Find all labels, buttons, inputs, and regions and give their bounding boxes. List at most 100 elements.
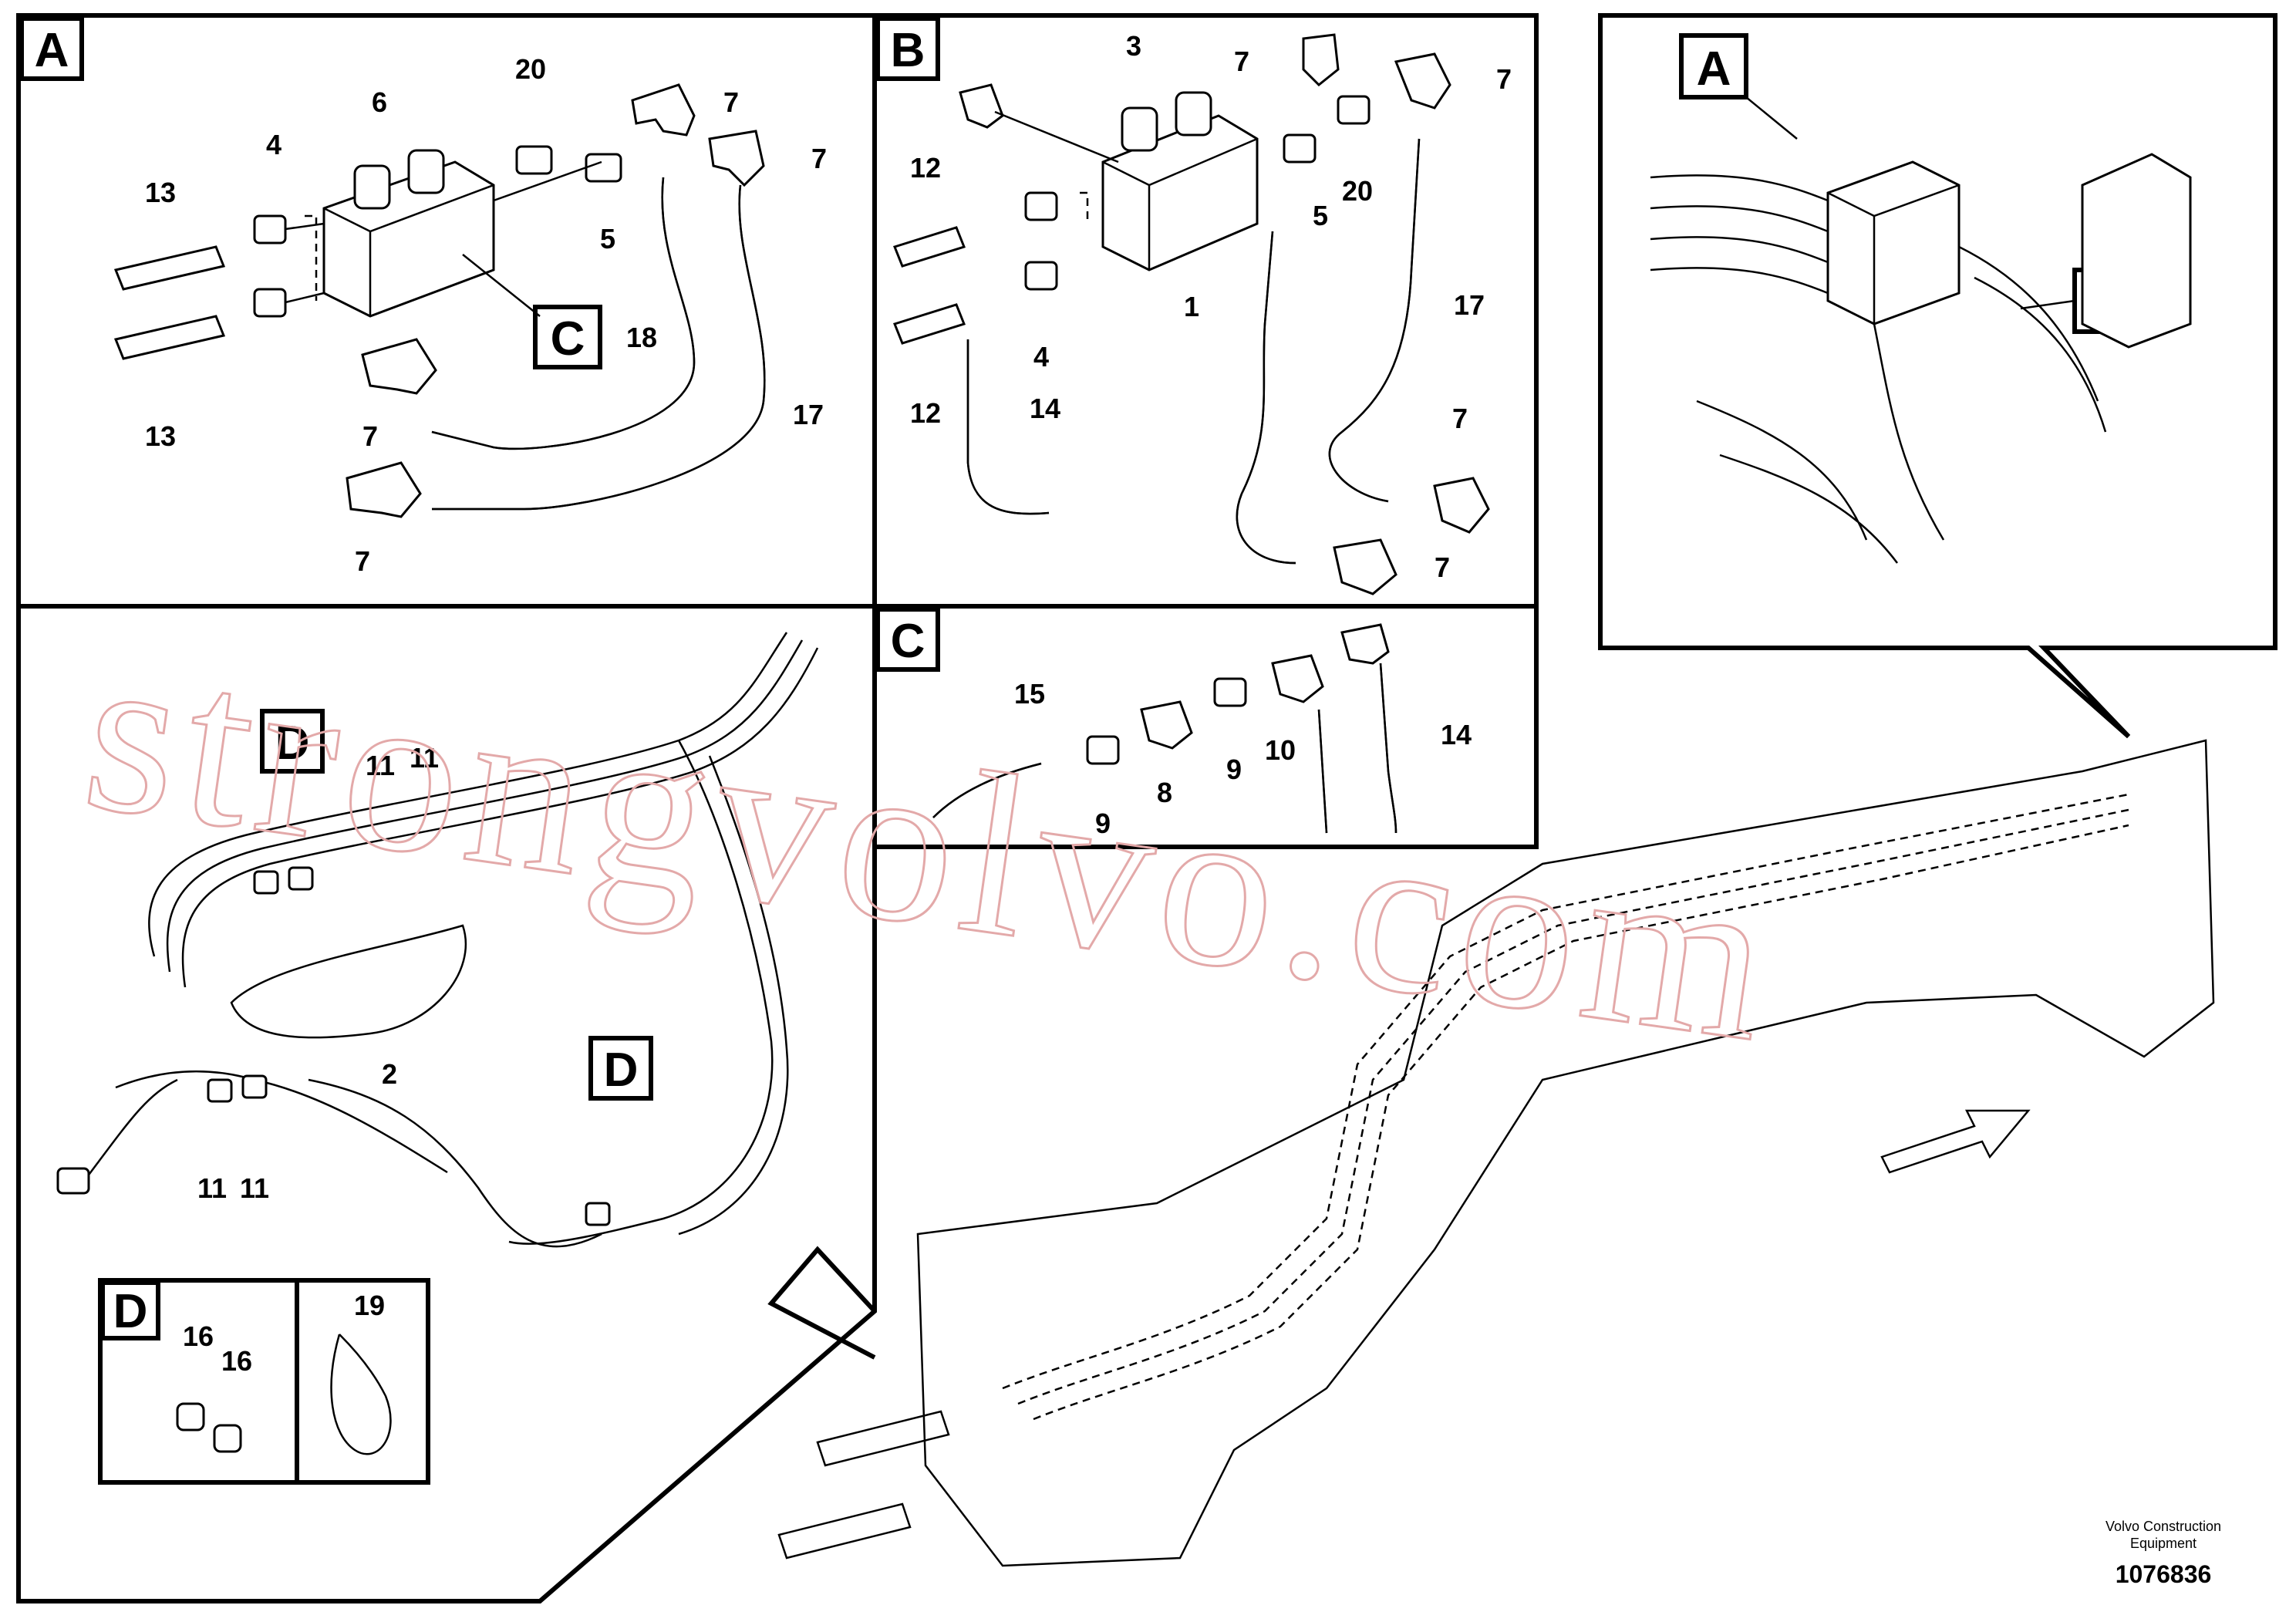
detail-drawing [1650, 96, 2192, 564]
elbow-7-b-left [959, 83, 1004, 129]
hose-13-upper [113, 245, 226, 291]
part-label-c-1: 9 [1095, 808, 1111, 839]
watermark: strongvolvo.com [72, 601, 1792, 1091]
elbow-7-a3 [361, 338, 437, 395]
hose-13-lower [113, 315, 226, 360]
solenoid-b1 [1121, 106, 1158, 152]
box-a [19, 16, 84, 81]
part-label-o-5: 11 [240, 1172, 269, 1204]
overview-drawing [56, 632, 819, 1248]
part-label-o-4: 11 [197, 1172, 227, 1204]
fitting-d-bottom [585, 1202, 611, 1226]
part-label-o-3: 2 [382, 1058, 397, 1090]
elbow-7-a4 [346, 461, 422, 518]
part-label-a-1: 6 [372, 86, 387, 118]
part-label-b-11: 7 [1452, 403, 1468, 434]
boom-part-2 [230, 924, 467, 1039]
panel-frames [16, 13, 2277, 1603]
panel-overview-frame [16, 604, 877, 1603]
detail-valve-block [1826, 160, 1961, 325]
fitting-9-c1 [1086, 735, 1120, 765]
box-d-letter: D [113, 1285, 148, 1338]
part-label-b-3: 12 [910, 152, 941, 184]
box-d-bottom-letter: D [604, 1044, 639, 1097]
panel-a-drawing [113, 83, 766, 518]
part-label-b-8: 12 [910, 397, 941, 429]
tee-10 [1271, 654, 1324, 703]
part-label-a-5: 13 [145, 177, 176, 208]
elbow-7-b-low2 [1333, 538, 1397, 595]
fitting-11-b [288, 866, 314, 891]
part-label-a-0: 20 [515, 53, 546, 85]
box-detail-a-letter: A [1697, 42, 1731, 96]
footer-brand-line2: Equipment [2130, 1536, 2197, 1551]
fitting-4-lower [253, 288, 287, 318]
fitting-11-c [207, 1078, 233, 1103]
part-label-a-10: 7 [362, 420, 378, 452]
part-label-a-8: 18 [626, 322, 657, 353]
part-label-o-1: 11 [366, 750, 395, 781]
direction-arrow [1880, 1109, 2031, 1174]
elbow-7-b-top2 [1394, 52, 1451, 110]
panel-b-drawing [893, 33, 1490, 595]
letter-boxes: A B C C A B D D [19, 16, 2142, 1101]
solenoid-a1 [353, 164, 391, 210]
elbow-7-b-top1 [1302, 33, 1340, 87]
fitting-11-a [253, 870, 279, 895]
part-label-c-2: 8 [1157, 777, 1172, 808]
part-label-a-6: 5 [600, 223, 615, 255]
panel-c-drawing [932, 623, 1397, 834]
plug-16-a [176, 1402, 205, 1431]
part-label-a-4: 7 [811, 143, 827, 174]
plug-16-b [213, 1424, 242, 1453]
part-label-b-9: 4 [1033, 341, 1049, 373]
fitting-20-b [1337, 95, 1371, 125]
part-label-d-0: 16 [183, 1320, 214, 1352]
box-d-top-letter: D [275, 717, 310, 770]
fitting-4-upper [253, 214, 287, 244]
panel-detail-frame [1598, 13, 2277, 739]
fitting-5-b [1283, 133, 1317, 164]
overview-pointer [767, 1246, 877, 1360]
box-detail-a [1679, 33, 1748, 99]
box-b-letter: B [891, 24, 925, 77]
elbow-7-a2 [708, 130, 765, 187]
tee-8 [1140, 700, 1193, 750]
elbow-c [1340, 623, 1390, 665]
solenoid-b2 [1175, 91, 1212, 137]
part-label-a-3: 4 [266, 129, 282, 160]
part-label-cl-0: 19 [354, 1290, 385, 1321]
box-d [100, 1280, 160, 1340]
valve-block-b [1101, 114, 1259, 271]
footer-drawing-number: 1076836 [2116, 1560, 2212, 1588]
part-label-c-0: 15 [1014, 678, 1045, 710]
part-label-c-5: 14 [1441, 719, 1472, 750]
part-label-b-12: 7 [1435, 551, 1450, 583]
part-label-a-9: 17 [793, 399, 824, 430]
part-label-a-11: 7 [355, 545, 370, 577]
fitting-end [56, 1167, 90, 1195]
box-c-callout-letter: C [551, 312, 585, 366]
bundle-outer [148, 632, 788, 957]
cable-tie-19 [330, 1334, 392, 1455]
part-label-b-4: 20 [1342, 175, 1373, 207]
panel-a-frame [16, 13, 877, 609]
fitting-5-a [585, 153, 622, 183]
box-a-letter: A [35, 24, 69, 77]
fitting-4-b2 [1024, 261, 1058, 291]
elbow-7-b-low1 [1433, 477, 1490, 534]
part-label-d-1: 16 [221, 1345, 252, 1377]
part-label-b-2: 7 [1496, 63, 1512, 95]
fitting-11-d [241, 1074, 268, 1099]
part-label-a-7: 13 [145, 420, 176, 452]
detail-valve-right [2081, 153, 2192, 349]
hose-12-upper [893, 226, 966, 268]
box-c-letter: C [891, 615, 925, 668]
fitting-9-c2 [1213, 677, 1247, 707]
part-label-b-0: 3 [1126, 30, 1141, 62]
small-panels: D [98, 1278, 430, 1485]
solenoid-a2 [407, 149, 445, 194]
machine-frame [777, 739, 2215, 1567]
